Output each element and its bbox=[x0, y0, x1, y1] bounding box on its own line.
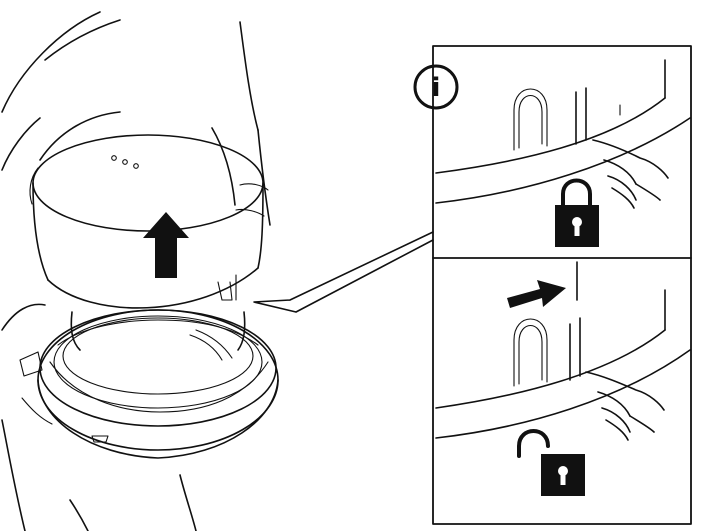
hand-icon bbox=[592, 139, 669, 209]
panel-locked bbox=[435, 59, 691, 247]
spool-cap bbox=[32, 134, 264, 309]
callout-arrow-icon bbox=[253, 231, 434, 313]
hand-icon bbox=[585, 371, 665, 441]
bottom-hand bbox=[1, 303, 197, 531]
arrow-up-icon bbox=[143, 212, 189, 278]
main-illustration bbox=[1, 11, 434, 531]
panel-unlocked bbox=[435, 261, 691, 496]
detail-panels: i bbox=[413, 45, 692, 525]
lock-closed-icon bbox=[555, 178, 599, 247]
arrow-right-icon bbox=[507, 280, 566, 308]
top-hand bbox=[1, 11, 271, 226]
lock-open-icon bbox=[517, 429, 585, 496]
info-icon: i bbox=[413, 64, 459, 110]
spool-base bbox=[19, 309, 279, 459]
info-mark: i bbox=[432, 73, 441, 103]
